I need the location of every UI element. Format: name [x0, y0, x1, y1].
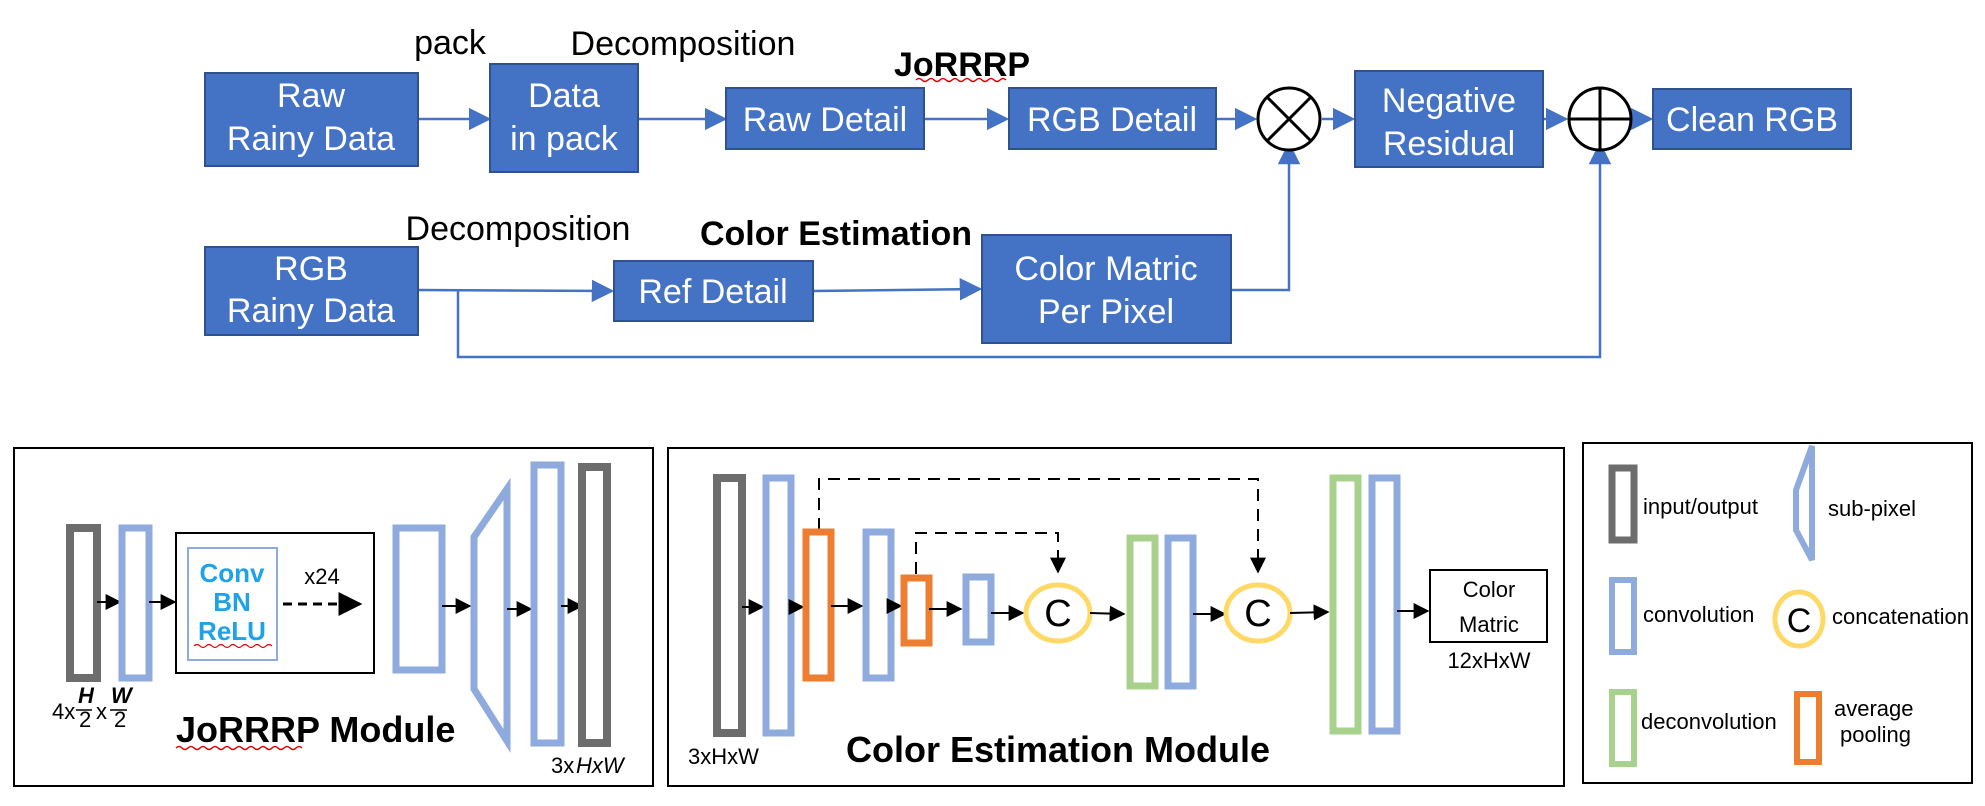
box-data-in-pack: Data in pack	[489, 63, 639, 173]
box-ref-detail-label: Ref Detail	[638, 273, 787, 311]
conv-bn-relu-block	[187, 547, 278, 661]
legend-deconv-swatch	[1609, 689, 1637, 767]
legend-deconv-label: deconvolution	[1641, 709, 1777, 734]
svg-text:C: C	[1244, 593, 1271, 635]
box-rgb-rainy-data: RGB Rainy Data	[204, 246, 419, 336]
box-color-matric-line2: Per Pixel	[1038, 293, 1174, 331]
concatenation-icon-2: C	[1223, 582, 1293, 644]
svg-text:3x: 3x	[551, 753, 574, 778]
color-module-panel	[667, 447, 1565, 787]
color-module-content: C C Color Matric 12xHxW 3xHxW Color Esti…	[688, 474, 1548, 770]
input-dim-h: H	[78, 683, 95, 708]
input-dim-den-2: 2	[114, 707, 126, 732]
color-module-title: Color Estimation Module	[846, 729, 1270, 770]
box-clean-rgb: Clean RGB	[1652, 88, 1852, 150]
box-raw-rainy-line1: Raw	[277, 77, 345, 115]
jorrrp-conv-block	[118, 524, 153, 682]
label-decomposition-bottom: Decomposition	[406, 210, 631, 248]
box-rgb-detail: RGB Detail	[1008, 87, 1217, 150]
color-input-block	[713, 474, 746, 737]
svg-text:C: C	[1787, 602, 1812, 640]
spellcheck-underline	[915, 77, 1007, 83]
jorrrp-input-block	[66, 524, 101, 682]
legend-subpixel-swatch	[1793, 444, 1815, 562]
box-raw-rainy-data: Raw Rainy Data	[204, 72, 419, 167]
skip-connection-short	[915, 532, 1066, 574]
legend-conv-swatch	[1609, 577, 1637, 655]
box-raw-detail-label: Raw Detail	[743, 101, 907, 139]
box-rgb-detail-label: RGB Detail	[1027, 101, 1197, 139]
color-conv-block-4	[1164, 534, 1197, 690]
legend-pool-swatch	[1794, 691, 1822, 765]
svg-text:C: C	[1044, 593, 1071, 635]
label-color-estimation: Color Estimation	[700, 215, 972, 253]
box-raw-detail: Raw Detail	[725, 87, 925, 150]
color-matric-output-box	[1429, 569, 1548, 643]
jorrrp-module-title: JoRRRP Module	[176, 709, 455, 750]
pipeline-connectors	[417, 107, 1654, 359]
label-jorrrp: JoRRRP	[894, 46, 1030, 84]
legend-pool-label-2: pooling	[1840, 722, 1911, 747]
legend-io-label: input/output	[1643, 494, 1758, 519]
input-dim-x: x	[96, 699, 107, 724]
spellcheck-underline	[175, 745, 303, 751]
color-conv-block-5	[1368, 474, 1401, 735]
legend-subpixel-label: sub-pixel	[1828, 496, 1916, 521]
jorrrp-input-dim: 4x H 2 x W 2	[52, 683, 134, 732]
color-matric-line2: Matric	[1459, 612, 1519, 637]
color-conv-block-2	[862, 528, 895, 682]
jorrrp-subpixel-block	[470, 477, 511, 754]
color-pool-block-2	[900, 574, 933, 647]
multiply-operator-icon	[1256, 86, 1322, 152]
add-operator-icon	[1567, 86, 1633, 152]
jorrrp-output-dim: 3x HxW	[551, 753, 626, 778]
box-color-matric-line1: Color Matric	[1014, 250, 1197, 288]
skip-connection-long	[818, 478, 1266, 574]
label-conv: Conv	[200, 558, 266, 588]
legend-conv-label: convolution	[1643, 602, 1754, 627]
color-matric-line1: Color	[1463, 577, 1516, 602]
color-deconv-block-1	[1126, 534, 1159, 690]
label-bn: BN	[213, 587, 251, 617]
color-conv-block-3	[962, 573, 995, 646]
box-data-in-pack-line1: Data	[528, 77, 600, 115]
box-data-in-pack-line2: in pack	[510, 120, 619, 158]
spellcheck-underline	[193, 643, 273, 649]
color-conv-block-1	[762, 474, 795, 737]
input-dim-w: W	[111, 683, 134, 708]
box-color-matric-per-pixel: Color Matric Per Pixel	[981, 234, 1232, 344]
jorrrp-module-panel	[13, 447, 654, 787]
color-input-dim: 3xHxW	[688, 744, 759, 769]
jorrrp-conv-block-3	[530, 461, 565, 747]
legend-concat-swatch: C	[1772, 589, 1826, 649]
color-deconv-block-2	[1329, 474, 1362, 735]
box-negative-residual-line2: Residual	[1383, 125, 1515, 163]
svg-text:HxW: HxW	[576, 753, 626, 778]
jorrrp-module-content: Conv BN ReLU x24 4x H 2 x W 2 JoRRRP Mod…	[52, 461, 626, 778]
legend-io-swatch	[1608, 464, 1638, 544]
jorrrp-conv-block-2	[392, 524, 446, 674]
legend-concat-label: concatenation	[1832, 604, 1969, 629]
label-decomposition-top: Decomposition	[571, 25, 796, 63]
concatenation-icon-1: C	[1023, 582, 1093, 644]
label-relu: ReLU	[198, 616, 266, 646]
box-negative-residual: Negative Residual	[1354, 70, 1544, 168]
box-ref-detail: Ref Detail	[613, 260, 814, 322]
box-clean-rgb-label: Clean RGB	[1666, 101, 1838, 139]
color-pool-block-1	[802, 528, 835, 682]
box-rgb-rainy-line2: Rainy Data	[227, 292, 395, 330]
color-output-dim: 12xHxW	[1447, 648, 1530, 673]
box-negative-residual-line1: Negative	[1382, 82, 1516, 120]
box-rgb-rainy-line1: RGB	[274, 250, 348, 288]
legend-pool-label-1: average	[1834, 696, 1914, 721]
legend-content: input/output sub-pixel convolution C con…	[1608, 444, 1969, 767]
jorrrp-output-block	[578, 463, 611, 747]
input-dim-prefix: 4x	[52, 699, 75, 724]
label-pack: pack	[414, 24, 487, 62]
box-raw-rainy-line2: Rainy Data	[227, 120, 395, 158]
legend-panel	[1582, 442, 1973, 784]
label-x24: x24	[304, 564, 339, 589]
input-dim-den-1: 2	[79, 707, 91, 732]
